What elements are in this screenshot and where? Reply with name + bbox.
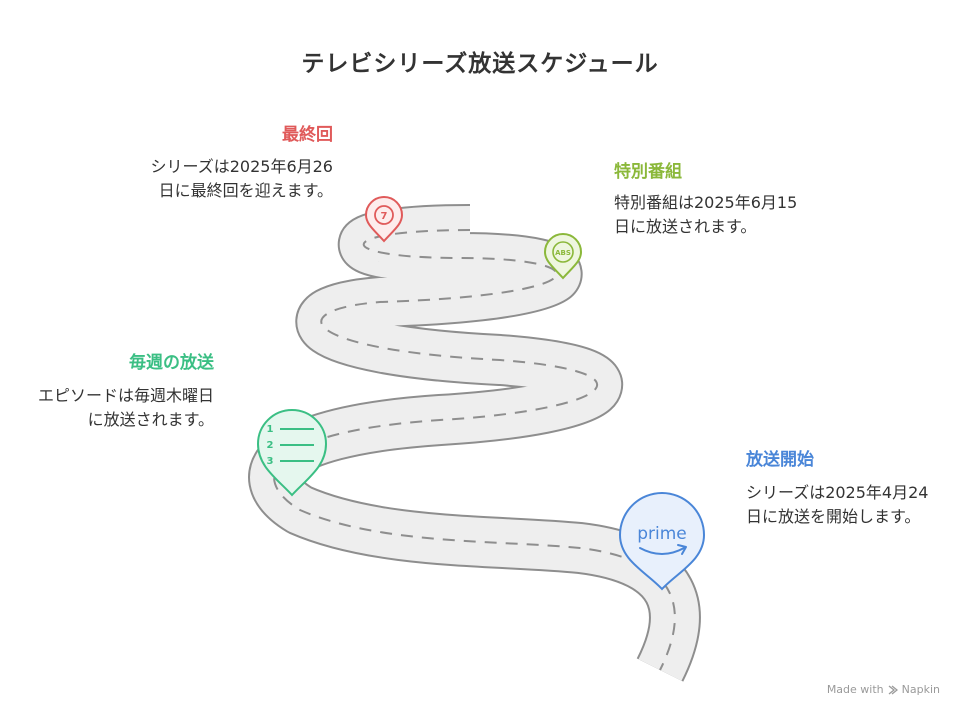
pin-special-program: ABS (543, 233, 583, 280)
made-with-text: Made with (826, 683, 884, 696)
road-surface (250, 206, 699, 681)
desc-final-episode: シリーズは2025年6月26日に最終回を迎えます。 (150, 157, 333, 200)
prime-logo-text: prime (637, 524, 687, 544)
numbered-list-icon: 1 2 3 (267, 424, 314, 467)
pin-final-episode: 7 (364, 196, 404, 243)
napkin-brand-text: Napkin (901, 683, 940, 696)
desc-weekly-broadcast: エピソードは毎週木曜日に放送されます。 (37, 386, 214, 429)
label-final-episode: 最終回 (282, 125, 333, 145)
abs-icon: ABS (555, 249, 571, 257)
desc-special-program: 特別番組は2025年6月15日に放送されます。 (614, 193, 798, 236)
prime-logo-icon: prime (637, 524, 687, 555)
napkin-logo-icon (888, 684, 898, 695)
diagram-title: テレビシリーズ放送スケジュール (301, 51, 659, 77)
label-special-program: 特別番組 (614, 162, 682, 182)
label-broadcast-start: 放送開始 (746, 450, 814, 470)
pin-broadcast-start: prime (618, 492, 706, 591)
number-seven-icon: 7 (381, 211, 388, 222)
napkin-watermark: Made with Napkin (827, 683, 940, 696)
pin-weekly-broadcast: 1 2 3 (256, 409, 328, 497)
list-number-3: 3 (267, 456, 274, 467)
list-number-2: 2 (267, 440, 274, 451)
label-weekly-broadcast: 毎週の放送 (129, 353, 214, 373)
road-center-line (273, 229, 676, 671)
desc-broadcast-start: シリーズは2025年4月24日に放送を開始します。 (746, 483, 929, 526)
list-number-1: 1 (267, 424, 274, 435)
